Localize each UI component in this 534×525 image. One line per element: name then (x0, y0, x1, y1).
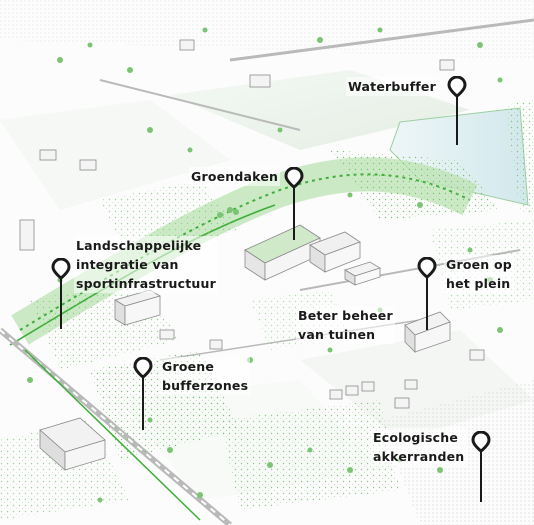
label-line: integratie van (76, 257, 179, 272)
pin-stem (426, 278, 428, 330)
location-pin-icon (417, 257, 437, 279)
label-groen-op-het-plein: Groen op het plein (444, 255, 514, 293)
label-line: bufferzones (162, 378, 249, 393)
label-line: Landschappelijke (76, 238, 202, 253)
label-line: sportinfrastructuur (76, 276, 216, 291)
label-line: het plein (446, 276, 511, 291)
label-line: akkerranden (373, 449, 465, 464)
pin-stem (456, 97, 458, 145)
location-pin-icon (447, 76, 467, 98)
label-waterbuffer: Waterbuffer (346, 77, 438, 96)
location-pin-icon (284, 167, 304, 189)
label-ecologische-akkerranden: Ecologische akkerranden (371, 428, 467, 466)
pin-stem (293, 188, 295, 240)
label-line: Groene (162, 359, 215, 374)
label-beter-beheer: Beter beheer van tuinen (296, 306, 395, 344)
label-line: Groen op (446, 257, 512, 272)
pin-stem (142, 378, 144, 430)
label-landschappelijke-integratie: Landschappelijke integratie van sportinf… (74, 236, 218, 293)
pin-stem (60, 279, 62, 329)
location-pin-icon (51, 258, 71, 280)
pin-stem (480, 452, 482, 502)
label-groene-bufferzones: Groene bufferzones (160, 357, 251, 395)
label-line: van tuinen (298, 327, 376, 342)
label-groendaken: Groendaken (189, 167, 281, 186)
label-line: Groendaken (191, 169, 279, 184)
label-line: Ecologische (373, 430, 459, 445)
label-line: Waterbuffer (348, 79, 436, 94)
location-pin-icon (471, 431, 491, 453)
label-line: Beter beheer (298, 308, 393, 323)
buildings (19, 39, 485, 471)
location-pin-icon (133, 357, 153, 379)
